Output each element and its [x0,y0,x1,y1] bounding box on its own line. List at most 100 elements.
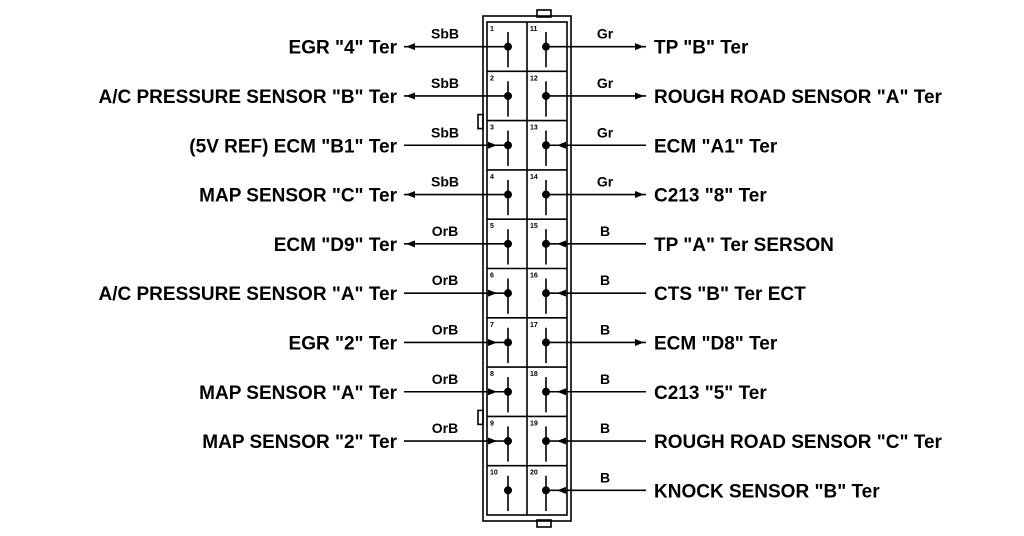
side-key-upper [477,113,484,130]
wire-color-label: B [600,469,610,485]
terminal-destination-label: TP "A" Ter SERSON [654,235,834,256]
wire-color-label: OrB [432,223,458,239]
pin-number: 19 [530,420,538,427]
pin-number: 2 [490,75,494,82]
arrowhead [557,388,566,396]
terminal-row: 17 B ECM "D8" Ter [530,321,778,364]
terminal-destination-label: ROUGH ROAD SENSOR "C" Ter [654,432,943,453]
arrowhead [557,486,566,494]
terminal-destination-label: (5V REF) ECM "B1" Ter [189,136,397,157]
arrowhead [557,437,566,445]
terminal-row: 3 SbB (5V REF) ECM "B1" Ter [189,124,512,166]
pin-number: 11 [530,26,538,33]
arrowhead [406,240,415,248]
wire-color-label: SbB [431,174,459,190]
wire-color-label: SbB [431,26,459,42]
wire-color-label: Gr [597,124,614,140]
wire-color-label: Gr [597,26,614,42]
terminal-destination-label: EGR "4" Ter [289,38,398,59]
wire-color-label: OrB [432,272,458,288]
terminal-row: 4 SbB MAP SENSOR "C" Ter [199,174,512,216]
connector-outer-shell [482,15,572,522]
pin-number: 9 [490,420,494,427]
pin-number: 7 [490,322,494,329]
terminal-destination-label: C213 "5" Ter [654,383,767,404]
pin-number: 5 [490,223,494,230]
wire-color-label: SbB [431,75,459,91]
wire-color-label: SbB [431,124,459,140]
wire-color-label: Gr [597,75,614,91]
wire-color-label: B [600,420,610,436]
arrowhead [406,191,415,199]
pin-number: 14 [530,174,538,181]
wire-color-label: OrB [432,371,458,387]
pin-number: 16 [530,273,538,280]
pin-number: 1 [490,26,494,33]
wire-color-label: B [600,223,610,239]
arrowhead [635,92,644,100]
arrowhead [406,43,415,51]
arrowhead [635,43,644,51]
terminal-row: 15 B TP "A" Ter SERSON [530,223,834,265]
terminal-row: 7 OrB EGR "2" Ter [289,321,512,364]
arrowhead [635,191,644,199]
wire-color-label: OrB [432,321,458,337]
terminal-destination-label: ECM "D8" Ter [654,333,778,354]
terminal-destination-label: ROUGH ROAD SENSOR "A" Ter [654,87,943,108]
terminal-destination-label: CTS "B" Ter ECT [654,284,806,305]
terminal-destination-label: MAP SENSOR "2" Ter [202,432,397,453]
bottom-latch-tab [536,519,552,528]
arrowhead [488,388,497,396]
pin-number: 15 [530,223,538,230]
side-key-lower [477,409,484,426]
terminal-row: 10 [490,470,512,511]
terminal-destination-label: EGR "2" Ter [289,333,398,354]
wire-color-label: B [600,321,610,337]
pin-number: 3 [490,125,494,132]
terminal-destination-label: C213 "8" Ter [654,186,767,207]
terminal-destination-label: MAP SENSOR "A" Ter [199,383,397,404]
arrowhead [557,141,566,149]
terminal-destination-label: KNOCK SENSOR "B" Ter [654,481,880,502]
top-latch-tab [536,9,552,18]
pin-number: 17 [530,322,538,329]
pin-number: 10 [490,470,498,477]
arrowhead [557,240,566,248]
arrowhead [557,289,566,297]
terminal-destination-label: MAP SENSOR "C" Ter [199,186,397,207]
terminal-row: 1 SbB EGR "4" Ter [289,26,512,68]
pin-number: 4 [490,174,494,181]
terminal-row: 8 OrB MAP SENSOR "A" Ter [199,371,512,413]
pin-number: 20 [530,470,538,477]
terminal-row: 16 B CTS "B" Ter ECT [530,272,806,314]
terminal-row: 9 OrB MAP SENSOR "2" Ter [202,420,512,462]
arrowhead [406,92,415,100]
wire-color-label: B [600,371,610,387]
terminal-destination-label: ECM "A1" Ter [654,136,778,157]
connector-body [477,9,572,528]
pin-number: 18 [530,371,538,378]
terminal-destination-label: TP "B" Ter [654,38,749,59]
terminal-destination-label: A/C PRESSURE SENSOR "B" Ter [99,87,398,108]
terminal-row: 18 B C213 "5" Ter [530,371,767,413]
terminal-destination-label: ECM "D9" Ter [274,235,398,256]
terminal-row: 2 SbB A/C PRESSURE SENSOR "B" Ter [99,75,512,117]
wire-color-label: Gr [597,174,614,190]
arrowhead [488,289,497,297]
wire-color-label: B [600,272,610,288]
arrowhead [488,141,497,149]
pin-number: 13 [530,125,538,132]
arrowhead [488,437,497,445]
pin-number: 8 [490,371,494,378]
terminal-row: 5 OrB ECM "D9" Ter [274,223,512,265]
wire-color-label: OrB [432,420,458,436]
terminal-row: 11 Gr TP "B" Ter [530,26,749,68]
arrowhead [635,338,644,346]
